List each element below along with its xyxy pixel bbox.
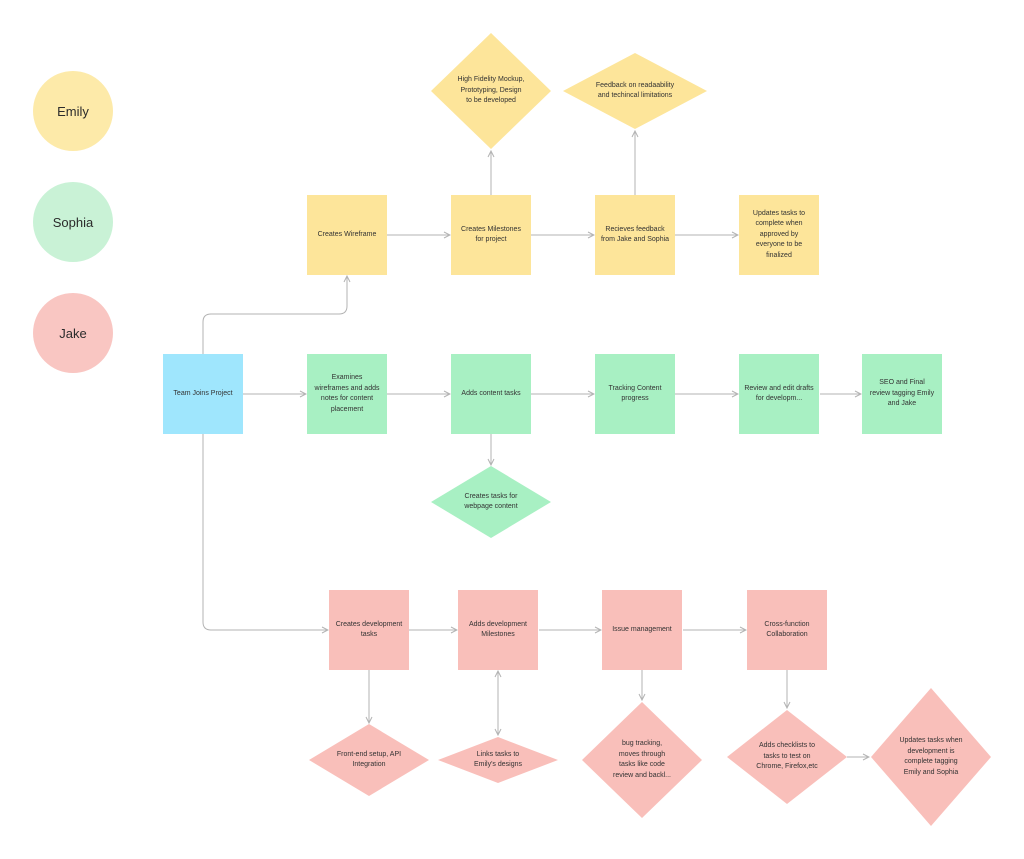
node-seo-review: SEO and Final review tagging Emily and J… (862, 354, 942, 434)
node-high-fidelity: High Fidelity Mockup, Prototyping, Desig… (451, 58, 531, 124)
node-adds-checklists: Adds checklists to tasks to test on Chro… (747, 735, 827, 779)
node-cross-function: Cross-function Collaboration (747, 590, 827, 670)
diamond-checklists-shape (727, 710, 847, 804)
node-updates-tasks-finalized: Updates tasks to complete when approved … (739, 195, 819, 275)
node-updates-tasks-dev-label: Updates tasks when development is comple… (899, 737, 963, 776)
node-creates-dev-tasks-label: Creates development tasks (335, 620, 403, 639)
diamond-updates-dev-shape (871, 688, 991, 826)
node-updates-tasks-finalized-label: Updates tasks to complete when approved … (752, 209, 806, 259)
node-creates-wireframe: Creates Wireframe (307, 195, 387, 275)
node-issue-management-label: Issue management (612, 625, 672, 633)
diamond-feedback-readability-shape (563, 53, 707, 129)
node-creates-wireframe-label: Creates Wireframe (317, 230, 377, 238)
connector-team-to-wireframe (202, 276, 347, 354)
node-creates-milestones-label: Creates Milestones for project (461, 225, 521, 244)
node-recieves-feedback-label: Recieves feedback from Jake and Sophia (600, 225, 670, 244)
node-creates-dev-tasks: Creates development tasks (329, 590, 409, 670)
node-recieves-feedback: Recieves feedback from Jake and Sophia (595, 195, 675, 275)
node-seo-review-label: SEO and Final review tagging Emily and J… (869, 379, 935, 408)
node-creates-tasks-webpage-label: Creates tasks for webpage content (464, 492, 518, 511)
avatar-sophia: Sophia (33, 182, 113, 262)
node-feedback-readability: Feedback on readaability and techincal l… (590, 72, 680, 110)
diamond-high-fidelity-shape (431, 33, 551, 149)
node-examines-wireframes: Examines wireframes and adds notes for c… (307, 354, 387, 434)
node-cross-function-label: Cross-function Collaboration (764, 620, 810, 639)
node-adds-dev-milestones: Adds development Milestones (458, 590, 538, 670)
node-adds-content-tasks: Adds content tasks (451, 354, 531, 434)
node-tracking-content: Tracking Content progress (595, 354, 675, 434)
node-bug-tracking-label: bug tracking, moves through tasks like c… (613, 740, 671, 779)
node-creates-tasks-webpage: Creates tasks for webpage content (451, 482, 531, 522)
diamond-bugtracking-shape (582, 702, 702, 818)
avatar-sophia-name: Sophia (52, 214, 94, 230)
node-links-tasks: Links tasks to Emily's designs (458, 745, 538, 775)
diamond-frontend-shape (309, 724, 429, 796)
avatar-emily: Emily (33, 71, 113, 151)
node-adds-dev-milestones-label: Adds development Milestones (469, 620, 527, 639)
avatar-emily-name: Emily (57, 103, 89, 119)
node-examines-wireframes-label: Examines wireframes and adds notes for c… (314, 374, 380, 413)
node-review-edit: Review and edit drafts for developm... (739, 354, 819, 434)
node-review-edit-label: Review and edit drafts for developm... (744, 384, 814, 403)
node-frontend-setup: Front-end setup, API Integration (329, 742, 409, 778)
node-updates-tasks-dev: Updates tasks when development is comple… (891, 727, 971, 787)
node-issue-management: Issue management (602, 590, 682, 670)
node-team-joins-project-label: Team Joins Project (173, 389, 233, 397)
node-frontend-setup-label: Front-end setup, API Integration (336, 750, 402, 769)
node-links-tasks-label: Links tasks to Emily's designs (473, 750, 523, 769)
node-team-joins-project: Team Joins Project (163, 354, 243, 434)
diamond-links-shape (438, 737, 558, 783)
connector-team-to-dev-tasks (202, 433, 328, 630)
avatar-jake: Jake (33, 293, 113, 373)
node-feedback-readability-label: Feedback on readaability and techincal l… (595, 81, 675, 100)
node-tracking-content-label: Tracking Content progress (608, 384, 662, 403)
avatar-jake-name: Jake (59, 325, 87, 341)
node-adds-content-tasks-label: Adds content tasks (461, 389, 521, 397)
node-high-fidelity-label: High Fidelity Mockup, Prototyping, Desig… (457, 76, 525, 105)
node-bug-tracking: bug tracking, moves through tasks like c… (602, 730, 682, 790)
node-creates-milestones: Creates Milestones for project (451, 195, 531, 275)
diamond-webpage-content-shape (431, 466, 551, 538)
node-adds-checklists-label: Adds checklists to tasks to test on Chro… (756, 742, 818, 771)
